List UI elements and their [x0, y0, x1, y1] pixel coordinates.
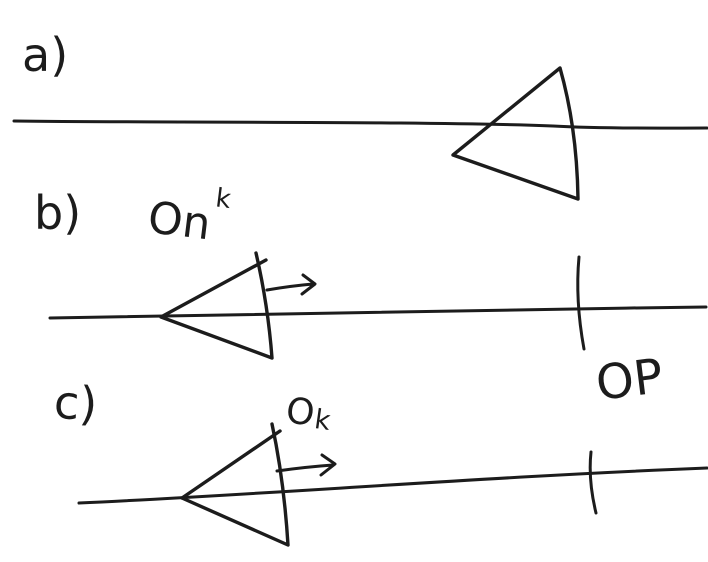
object-label-ok: Ok: [283, 390, 332, 437]
triangle-marker-a: [451, 66, 580, 201]
panel-label-a: a): [22, 28, 69, 82]
object-label-onk-base: On: [145, 192, 214, 251]
triangle-marker-c: [180, 422, 290, 547]
triangle-marker-b: [159, 251, 274, 360]
baseline-b: [48, 305, 708, 320]
object-label-onk: Onk: [145, 183, 232, 251]
baseline-c: [77, 466, 708, 505]
motion-arrow-b: [265, 273, 317, 296]
panel-label-c: c): [52, 374, 99, 432]
baseline-a: [12, 119, 708, 130]
object-label-onk-superscript: k: [213, 183, 233, 216]
position-tick-c: [588, 450, 598, 515]
position-tick-b: [576, 255, 586, 351]
motion-arrow-c: [275, 453, 337, 477]
point-label-op: OP: [592, 348, 666, 412]
panel-label-b: b): [34, 186, 82, 240]
